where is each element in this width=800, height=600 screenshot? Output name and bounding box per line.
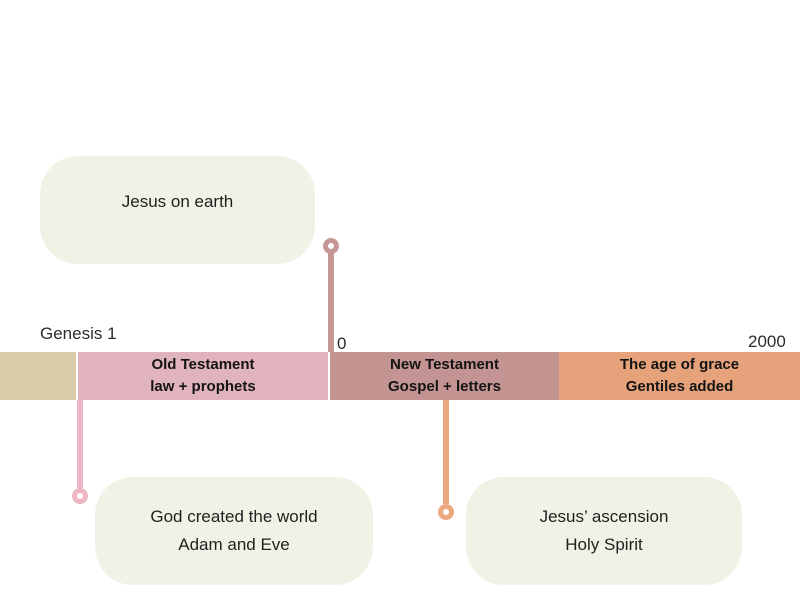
- segment-age-of-grace-title: The age of grace: [619, 356, 740, 373]
- segment-pre-creation: [0, 352, 76, 400]
- connector-stem-jesus-on-earth: [328, 253, 334, 352]
- connector-ring-creation: [72, 488, 88, 504]
- connector-ring-ascension: [438, 504, 454, 520]
- axis-label-2000: 2000: [748, 332, 786, 351]
- connector-ring-jesus-on-earth: [323, 238, 339, 254]
- segment-age-of-grace-subtitle: Gentiles added: [625, 378, 734, 395]
- callout-ascension-line2: Holy Spirit: [565, 535, 643, 554]
- segment-new-testament-subtitle: Gospel + letters: [388, 378, 501, 395]
- callout-ascension-line1: Jesus’ ascension: [539, 507, 669, 526]
- connector-stem-creation: [77, 400, 83, 488]
- segment-age-of-grace: The age of grace Gentiles added: [559, 352, 800, 400]
- segment-new-testament-title: New Testament: [390, 356, 499, 373]
- segment-old-testament-title: Old Testament: [151, 356, 255, 373]
- callout-creation-line1: God created the world: [150, 507, 318, 526]
- segment-new-testament: New Testament Gospel + letters: [330, 352, 559, 400]
- connector-stem-ascension: [443, 400, 449, 504]
- axis-label-genesis: Genesis 1: [40, 324, 117, 343]
- axis-label-zero: 0: [337, 334, 347, 353]
- callout-creation-line2: Adam and Eve: [178, 535, 290, 554]
- callout-jesus-on-earth: Jesus on earth: [40, 156, 315, 264]
- segment-old-testament: Old Testament law + prophets: [78, 352, 328, 400]
- segment-old-testament-subtitle: law + prophets: [150, 378, 256, 395]
- callout-creation: God created the world Adam and Eve: [95, 477, 373, 585]
- callout-jesus-on-earth-text: Jesus on earth: [121, 192, 234, 211]
- callout-ascension: Jesus’ ascension Holy Spirit: [466, 477, 742, 585]
